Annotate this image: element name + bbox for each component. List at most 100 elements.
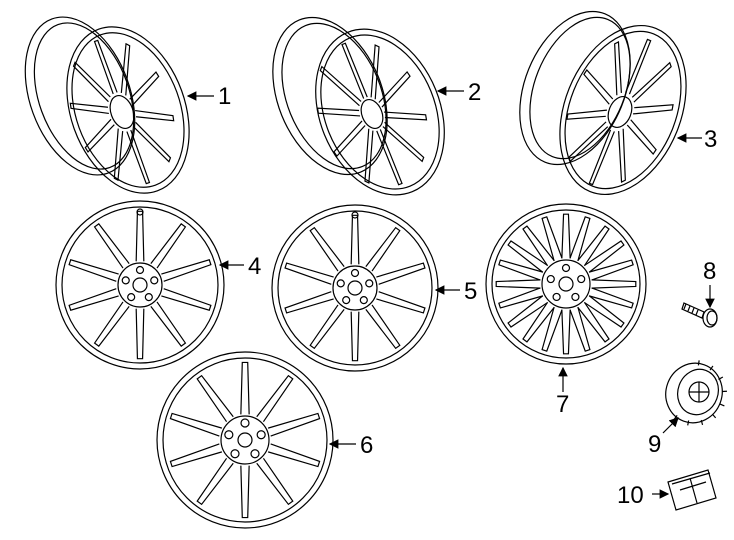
spoke <box>135 109 175 122</box>
spoke <box>135 308 145 360</box>
callout-6: 6 <box>360 432 373 459</box>
spoke <box>561 213 571 259</box>
wheel-7 <box>485 203 647 365</box>
lug-hole <box>224 430 234 440</box>
spoke <box>93 301 130 347</box>
spoke <box>68 288 119 311</box>
spoke <box>150 301 187 347</box>
callout-7: 7 <box>556 391 569 418</box>
spoke <box>522 225 555 267</box>
spoke <box>498 259 544 281</box>
spoke <box>566 109 607 120</box>
spoke <box>93 223 130 269</box>
leader-9 <box>662 417 679 434</box>
wheel-1 <box>24 16 190 194</box>
lug-hole <box>230 449 240 459</box>
spoke <box>588 129 615 186</box>
spoke <box>633 104 674 115</box>
spoke <box>316 107 361 117</box>
spoke <box>495 279 541 289</box>
spoke <box>522 301 555 343</box>
cap-tooth <box>719 403 725 407</box>
lug-hole <box>561 263 571 273</box>
lug-hole <box>577 274 586 284</box>
spoke <box>568 121 609 163</box>
spoke <box>376 262 426 285</box>
wheel-2 <box>272 16 445 196</box>
lug-hole <box>365 279 374 288</box>
spoke <box>169 412 223 437</box>
callout-10: 10 <box>617 482 644 509</box>
spoke <box>350 214 360 265</box>
lug-hole <box>144 293 153 302</box>
spoke <box>135 210 145 262</box>
spoke <box>196 457 234 506</box>
lug-hole <box>552 292 561 302</box>
lug-bolt-part <box>681 302 718 328</box>
spoke <box>382 121 425 163</box>
spoke <box>626 119 657 156</box>
spoke <box>93 39 118 95</box>
spoke <box>588 287 634 309</box>
callout-5: 5 <box>464 278 477 305</box>
center-cap-part <box>665 360 727 426</box>
cap-tooth <box>700 419 704 426</box>
spoke <box>591 279 637 289</box>
spoke <box>541 216 563 262</box>
callout-9: 9 <box>648 431 661 458</box>
spoke <box>240 465 250 519</box>
lug-hole <box>135 265 145 275</box>
spoke <box>240 361 250 415</box>
spoke <box>267 412 321 437</box>
lug-hole <box>546 274 555 284</box>
spoke <box>507 240 549 273</box>
spoke <box>583 295 625 328</box>
spoke <box>72 61 111 103</box>
spoke <box>376 129 403 186</box>
spoke <box>196 374 234 423</box>
spoke <box>583 68 614 105</box>
spoke <box>625 38 652 95</box>
spoke <box>618 128 626 183</box>
lug-hole <box>359 296 368 305</box>
spoke <box>378 70 411 108</box>
spoke <box>498 287 544 309</box>
lug-hole <box>336 279 345 288</box>
spoke <box>129 71 160 106</box>
spoke <box>150 223 187 269</box>
spoke <box>69 102 109 115</box>
callout-8: 8 <box>703 258 716 285</box>
spoke <box>333 120 366 158</box>
spoke <box>614 41 622 96</box>
spoke <box>256 374 294 423</box>
spoke <box>126 129 151 185</box>
spoke <box>284 291 334 314</box>
spoke <box>161 259 212 282</box>
wheel-5 <box>271 204 439 372</box>
spoke <box>383 111 428 121</box>
spoke <box>161 288 212 311</box>
spoke <box>577 225 610 267</box>
spoke <box>341 42 368 99</box>
lug-hole <box>240 418 250 428</box>
lug-hole <box>350 268 360 278</box>
spoke <box>364 128 374 184</box>
spoke <box>120 42 131 96</box>
spoke <box>84 118 115 153</box>
callout-4: 4 <box>248 253 261 280</box>
spoke <box>133 121 172 163</box>
lug-hole <box>342 296 351 305</box>
spoke <box>256 457 294 506</box>
wheel-4 <box>55 200 225 370</box>
cap-tooth <box>697 360 700 366</box>
spoke <box>569 216 591 262</box>
spoke <box>541 306 563 352</box>
spoke <box>507 295 549 328</box>
cap-tooth <box>687 420 690 426</box>
spoke <box>370 44 380 100</box>
spoke <box>309 226 345 272</box>
lug-hole <box>250 449 260 459</box>
callout-2: 2 <box>468 79 481 106</box>
cap-tooth <box>709 365 714 371</box>
